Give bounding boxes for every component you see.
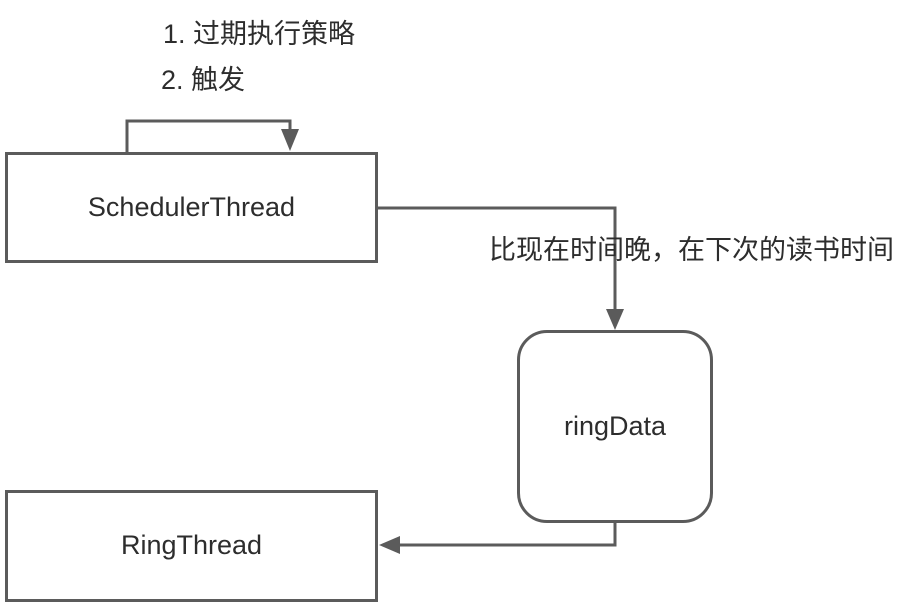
edge-label-scheduler-to-ringdata: 比现在时间晚，在下次的读书时间 xyxy=(489,235,894,265)
arrowhead-down-icon xyxy=(606,309,624,330)
annotation-expire-policy: 1. 过期执行策略 xyxy=(163,19,356,49)
node-ring-thread: RingThread xyxy=(5,490,378,602)
edge-ringdata-to-ringthread xyxy=(379,522,617,554)
node-ring-data-label: ringData xyxy=(563,410,667,441)
edge-scheduler-self-loop xyxy=(125,119,299,152)
node-scheduler-thread-label: SchedulerThread xyxy=(87,191,296,222)
node-ring-thread-label: RingThread xyxy=(120,530,263,561)
annotation-trigger: 2. 触发 xyxy=(161,65,246,95)
arrowhead-down-icon xyxy=(281,129,299,151)
node-scheduler-thread: SchedulerThread xyxy=(5,152,378,263)
arrowhead-left-icon xyxy=(379,536,400,554)
edge-scheduler-to-ringdata xyxy=(378,206,624,330)
node-ring-data: ringData xyxy=(517,330,713,523)
